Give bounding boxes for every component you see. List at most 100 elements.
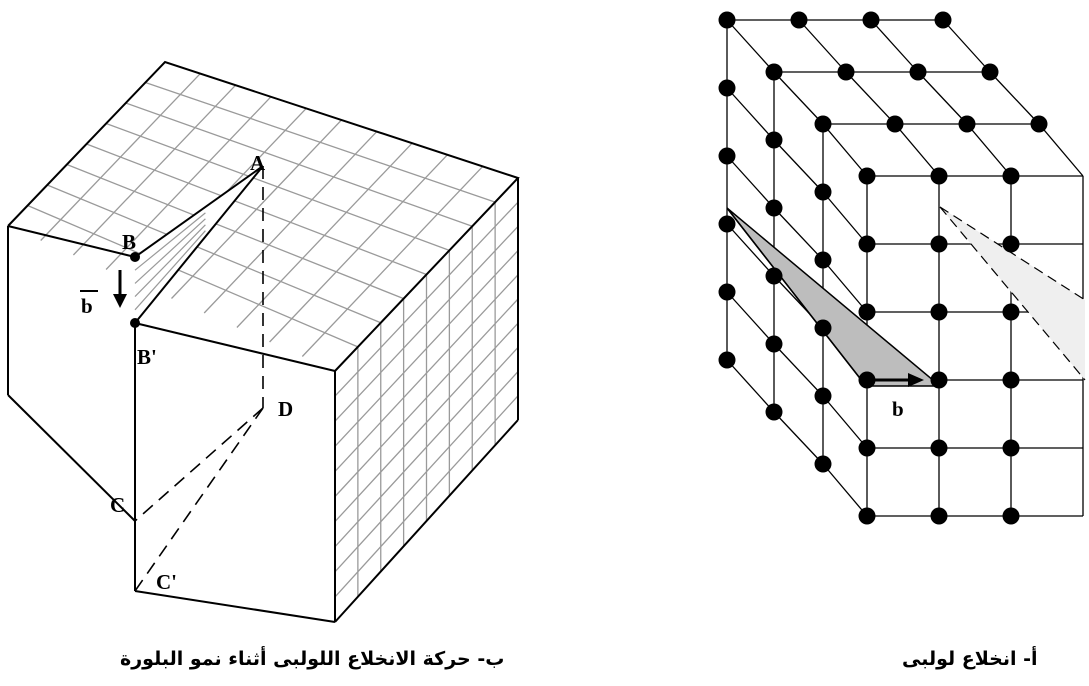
grid-line (105, 122, 450, 251)
top-face-grid (27, 73, 496, 357)
lattice-bond (773, 71, 824, 125)
lattice-bond (773, 139, 824, 193)
lattice-bond (822, 123, 868, 177)
lattice-bond (894, 123, 940, 177)
label-c: C (110, 493, 125, 517)
lattice-atom (886, 115, 904, 133)
lattice-atom (765, 335, 783, 353)
light-wedge (939, 206, 1086, 381)
lattice-atom (718, 11, 736, 29)
grid-line (47, 184, 381, 324)
lattice-bond (798, 19, 847, 73)
lattice-bond (773, 343, 824, 397)
lattice-bond (726, 87, 775, 141)
lattice-atom (718, 147, 736, 165)
lattice-bond (870, 19, 919, 73)
lattice-atom (814, 183, 832, 201)
lattice-atom (981, 63, 999, 81)
lattice-atom (934, 11, 952, 29)
grid-line (334, 322, 519, 523)
screw-dislocation-figure: b (718, 11, 1086, 525)
lattice-bond (773, 411, 824, 465)
grid-line (334, 346, 519, 548)
grid-line (334, 395, 519, 598)
lattice-atom (858, 507, 876, 525)
lattice-bond (726, 223, 775, 277)
lattice-bond (822, 463, 868, 517)
lattice-atom (858, 303, 876, 321)
lattice-bond (726, 359, 775, 413)
grid-line (334, 201, 519, 397)
lattice-atom (718, 283, 736, 301)
grid-line (66, 163, 404, 300)
lattice-atom (837, 63, 855, 81)
lattice-atom (858, 439, 876, 457)
lattice-atom (765, 199, 783, 217)
lattice-atom (862, 11, 880, 29)
grid-line (334, 274, 519, 472)
label-c-prime: C' (156, 570, 177, 594)
dislocation-dashed-lines (134, 166, 264, 592)
point-b-dot (130, 252, 140, 262)
lattice-atom (765, 403, 783, 421)
lattice-atom (930, 439, 948, 457)
lattice-atom (858, 235, 876, 253)
lattice-atom (814, 115, 832, 133)
lattice-atom (858, 167, 876, 185)
lattice-atoms (718, 11, 1048, 525)
grid-line (334, 298, 519, 497)
lattice-bond (966, 123, 1012, 177)
lattice-atom (765, 267, 783, 285)
grid-line (86, 143, 427, 276)
caption-right: أ- انخلاع لولبى (902, 648, 1038, 670)
lattice-atom (909, 63, 927, 81)
label-b-prime: B' (137, 345, 157, 369)
grid-line (27, 204, 359, 348)
grid-line (145, 81, 496, 203)
lattice-bond (773, 207, 824, 261)
lattice-atom (718, 351, 736, 369)
lattice-bond (726, 291, 775, 345)
label-b: B (122, 230, 136, 254)
point-b-prime-dot (130, 318, 140, 328)
caption-left: ب- حركة الانخلاع اللولبى أثناء نمو البلو… (120, 648, 505, 670)
grid-line (125, 102, 473, 227)
burgers-vector-arrow-right (868, 373, 924, 387)
lattice-atom (790, 11, 808, 29)
lattice-bond (845, 71, 896, 125)
lattice-atom (1002, 507, 1020, 525)
lattice-atom (930, 303, 948, 321)
lattice-atom (718, 215, 736, 233)
grid-line (334, 225, 519, 422)
lattice-atom (814, 455, 832, 473)
lattice-bond (917, 71, 968, 125)
crystal-growth-figure: A B B' C C' D b (7, 60, 520, 623)
grid-line (134, 212, 206, 271)
lattice-atom (1002, 303, 1020, 321)
grid-line (334, 371, 519, 573)
lattice-bond (822, 191, 868, 245)
lattice-atom (1002, 167, 1020, 185)
shaded-wedge (726, 207, 943, 387)
grid-line (134, 230, 206, 311)
lattice-atom (718, 79, 736, 97)
lattice-atom (958, 115, 976, 133)
label-a: A (250, 151, 266, 175)
lattice-atom (814, 319, 832, 337)
lattice-atom (930, 235, 948, 253)
lattice-atom (1030, 115, 1048, 133)
crystal-outline (7, 60, 520, 623)
lattice-atom (814, 251, 832, 269)
label-burgers-vector-left: b (81, 294, 93, 318)
lattice-atom (930, 507, 948, 525)
lattice-atom (1002, 371, 1020, 389)
lattice-bond (989, 71, 1040, 125)
burgers-vector-arrow (80, 270, 127, 308)
lattice-atom (930, 371, 948, 389)
grid-line (334, 250, 519, 447)
lattice-atom (765, 63, 783, 81)
label-burgers-vector-right: b (892, 397, 904, 421)
lattice-bond (822, 395, 868, 449)
lattice-bond (1038, 123, 1084, 177)
